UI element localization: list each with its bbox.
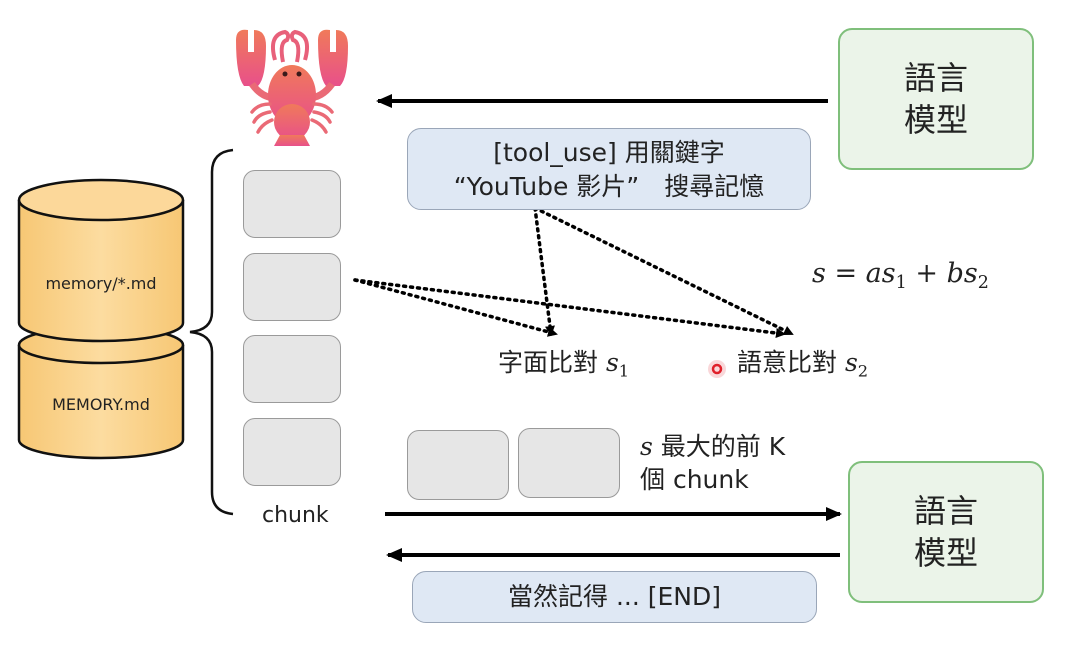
response-box: 當然記得 ... [END]	[412, 571, 817, 623]
tool-use-box: [tool_use] 用關鍵字 “YouTube 影片” 搜尋記憶	[407, 128, 811, 210]
selected-chunk-box	[407, 430, 509, 500]
language-model-box-bottom: 語言 模型	[848, 461, 1044, 603]
semantic-match-label: 語意比對 s2	[737, 348, 869, 381]
selected-chunk-box	[518, 428, 620, 498]
response-text: 當然記得 ... [END]	[508, 582, 721, 611]
chunk-label: chunk	[262, 503, 329, 528]
laser-pointer-dot	[708, 360, 726, 378]
language-model-label: 語言	[903, 59, 968, 97]
chunk-box	[243, 253, 341, 321]
dotted-arrows	[353, 206, 794, 338]
tool-use-line-1: [tool_use] 用關鍵字	[493, 138, 725, 167]
lexical-match-label: 字面比對 s1	[498, 348, 630, 381]
chunk-box	[243, 418, 341, 486]
language-model-box-top: 語言 模型	[838, 28, 1034, 170]
topk-label: s 最大的前 K 個 chunk	[640, 432, 786, 494]
language-model-label: 模型	[913, 534, 978, 572]
chunk-box	[243, 170, 341, 238]
lobster-icon	[236, 29, 348, 146]
language-model-label: 語言	[913, 492, 978, 530]
tool-use-line-2: “YouTube 影片” 搜尋記憶	[453, 172, 765, 201]
database-label-memory-file: MEMORY.md	[52, 395, 150, 414]
chunk-box	[243, 335, 341, 403]
curly-brace	[189, 148, 234, 516]
database-label-memory-dir: memory/*.md	[45, 274, 157, 293]
language-model-label: 模型	[903, 101, 968, 139]
score-formula: s = as1 + bs2	[812, 258, 989, 294]
database-icon	[17, 178, 185, 460]
